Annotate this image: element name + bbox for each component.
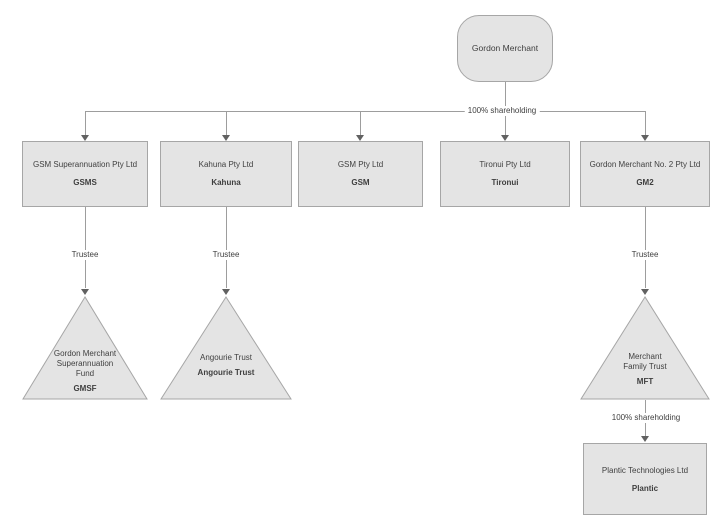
company-name: Kahuna Pty Ltd [198,160,254,169]
trust-triangle-angourie: Angourie Trust Angourie Trust [160,295,292,401]
subsidiary-box-plantic: Plantic Technologies Ltd Plantic [583,443,707,515]
arrowhead-gm2-icon [641,135,649,141]
arrowhead-plantic-icon [641,436,649,442]
company-abbr: GM2 [636,178,654,187]
company-box-kahuna: Kahuna Pty Ltd Kahuna [160,141,292,207]
subsidiary-abbr: Plantic [631,484,659,493]
arrowhead-gsm-icon [356,135,364,141]
root-entity-label: Gordon Merchant [471,43,539,53]
company-name: Gordon Merchant No. 2 Pty Ltd [589,160,701,169]
connector-drop-kahuna [226,111,227,136]
connector-drop-gsm [360,111,361,136]
trustee-label-gm2: Trustee [628,250,662,260]
connector-trustee-gsms [85,207,86,288]
trust-abbr: Angourie Trust [197,368,255,377]
shareholding-label-bottom: 100% shareholding [608,413,684,423]
arrowhead-tironui-icon [501,135,509,141]
arrowhead-gsms-icon [81,135,89,141]
trust-name-line: Angourie Trust [199,353,253,362]
trust-name-line: Fund [75,369,95,378]
company-abbr: GSMS [73,178,97,187]
connector-drop-gm2 [645,111,646,136]
trust-triangle-gmsf: Gordon Merchant Superannuation Fund GMSF [22,295,148,401]
trust-abbr: GMSF [73,384,97,393]
triangle-shape-icon [160,296,292,400]
trust-name-line: Family Trust [623,362,667,371]
company-name: GSM Superannuation Pty Ltd [32,160,138,169]
company-box-tironui: Tironui Pty Ltd Tironui [440,141,570,207]
trust-name-line: Superannuation [56,359,114,368]
company-abbr: Kahuna [211,178,241,187]
company-abbr: GSM [351,178,370,187]
arrowhead-mft-icon [641,289,649,295]
company-abbr: Tironui [491,178,519,187]
shareholding-label-top: 100% shareholding [464,106,540,116]
trust-name-line: Gordon Merchant [53,349,117,358]
subsidiary-name: Plantic Technologies Ltd [601,466,689,475]
company-box-gm2: Gordon Merchant No. 2 Pty Ltd GM2 [580,141,710,207]
trust-name-line: Merchant [628,352,662,361]
company-box-gsms: GSM Superannuation Pty Ltd GSMS [22,141,148,207]
company-name: GSM Pty Ltd [337,160,384,169]
connector-trustee-gm2 [645,207,646,288]
trust-abbr: MFT [636,377,654,386]
trust-text: Angourie Trust Angourie Trust [160,353,292,378]
trustee-label-kahuna: Trustee [209,250,243,260]
root-entity-gordon-merchant: Gordon Merchant [457,15,553,82]
trustee-label-gsms: Trustee [68,250,102,260]
trust-text: Gordon Merchant Superannuation Fund GMSF [22,349,148,394]
triangle-shape-icon [22,296,148,400]
arrowhead-gmsf-icon [81,289,89,295]
trust-triangle-mft: Merchant Family Trust MFT [580,295,710,401]
connector-trustee-kahuna [226,207,227,288]
arrowhead-kahuna-icon [222,135,230,141]
triangle-shape-icon [580,296,710,400]
connector-drop-gsms [85,111,86,136]
connector-shareholding-bus [85,111,645,112]
company-box-gsm: GSM Pty Ltd GSM [298,141,423,207]
trust-text: Merchant Family Trust MFT [580,352,710,387]
arrowhead-angourie-icon [222,289,230,295]
company-name: Tironui Pty Ltd [479,160,531,169]
